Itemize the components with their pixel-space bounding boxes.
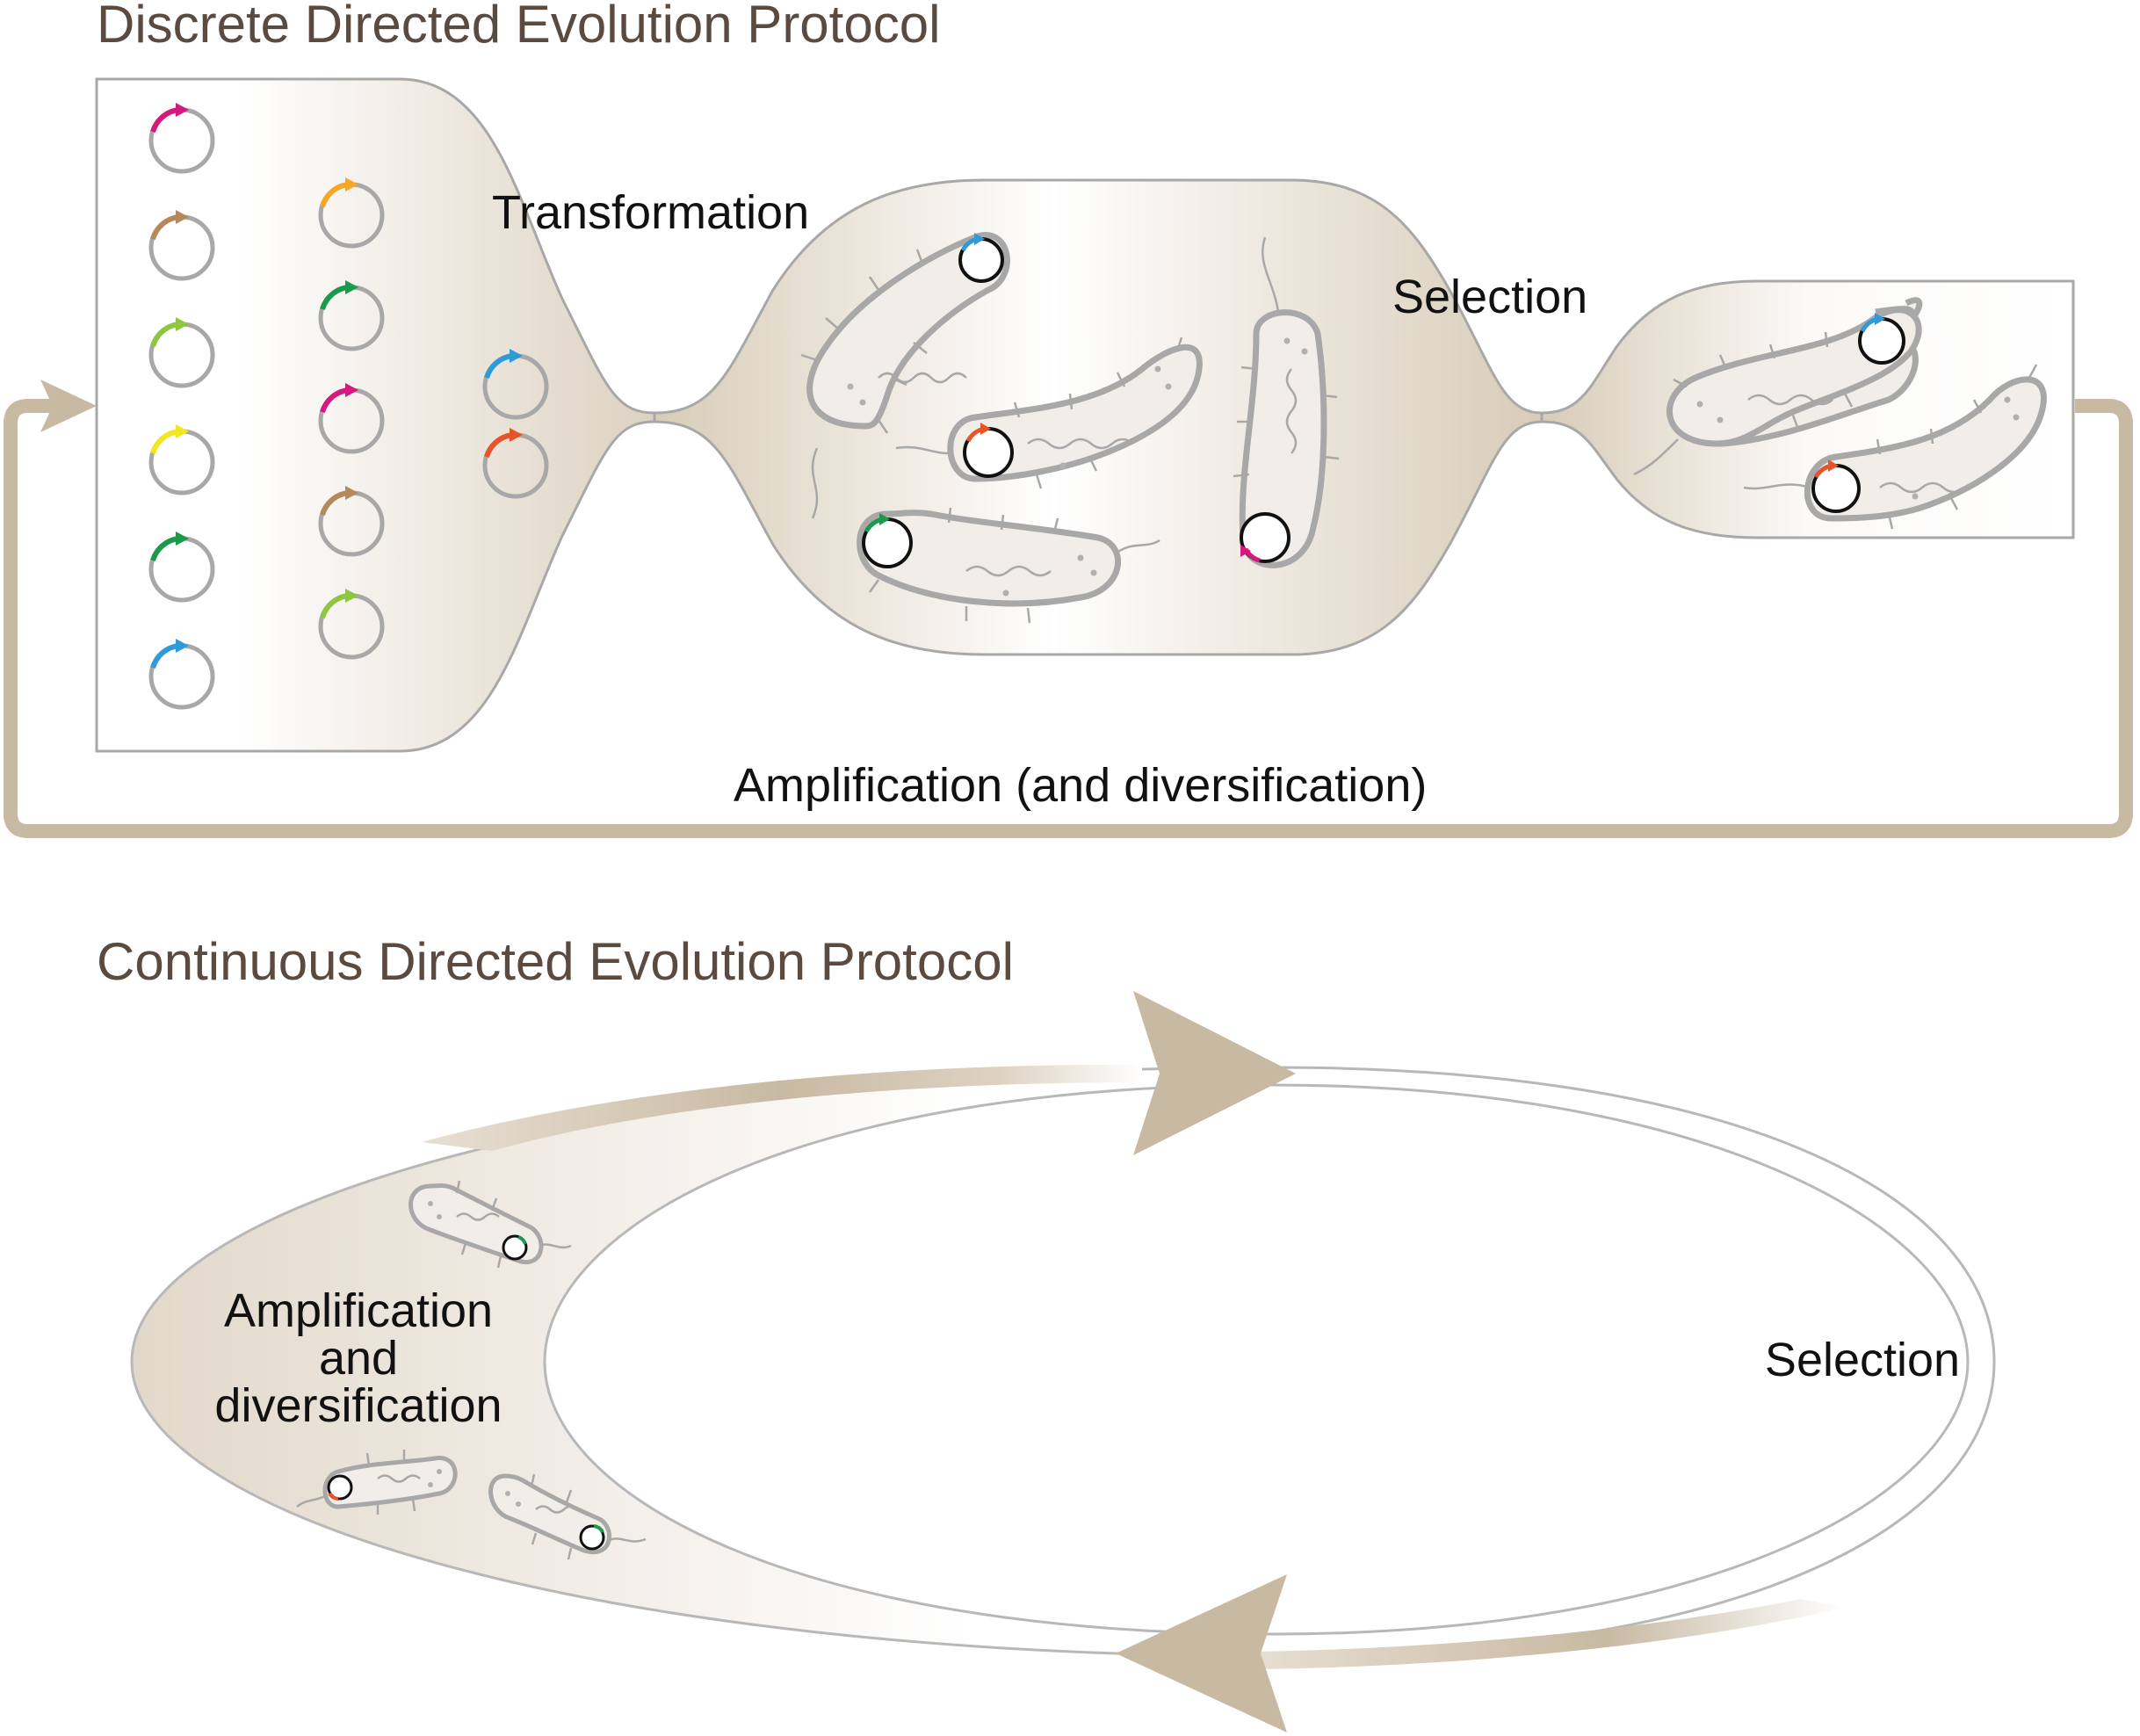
plasmid-12 — [482, 349, 549, 420]
selected-bacterium-1 — [1633, 297, 1923, 476]
transformation-label: Transformation — [492, 186, 809, 239]
cycle-bacterium-3 — [488, 1473, 647, 1560]
plasmid-9 — [318, 383, 385, 454]
discrete-protocol: Discrete Directed Evolution Protocol — [4, 0, 2133, 838]
plasmid-10 — [318, 486, 385, 557]
plasmid-6 — [148, 639, 215, 710]
plasmid-2 — [148, 210, 215, 281]
amplification-line-1: Amplification — [224, 1284, 493, 1337]
feedback-arrowhead — [40, 380, 97, 432]
bacterium-4 — [1233, 236, 1340, 568]
continuous-title: Continuous Directed Evolution Protocol — [97, 932, 1014, 991]
cycle-ring — [130, 1066, 1996, 1658]
plasmid-7 — [318, 177, 385, 249]
selected-bacterium-2 — [1743, 364, 2047, 530]
plasmid-1 — [148, 103, 215, 174]
library-panel — [95, 77, 656, 753]
bacterium-2 — [895, 336, 1203, 489]
top-cycle-arrow-band — [422, 1064, 1142, 1151]
amplification-line-3: diversification — [214, 1379, 502, 1432]
bacterium-1 — [800, 232, 1010, 519]
plasmid-13 — [482, 428, 549, 499]
plasmid-5 — [148, 532, 215, 603]
cycle-bacterium-2 — [296, 1450, 458, 1515]
bottom-cycle-arrow-band — [1247, 1599, 1845, 1669]
bacterium-3 — [857, 507, 1160, 624]
top-cycle-arrowhead — [1133, 991, 1296, 1155]
feedback-loop-arrow — [4, 399, 2133, 838]
amplification-label: Amplification (and diversification) — [734, 759, 1427, 812]
bottom-cycle-arrowhead — [1116, 1574, 1287, 1732]
amplification-line-2: and — [319, 1332, 398, 1385]
discrete-title: Discrete Directed Evolution Protocol — [97, 0, 940, 54]
continuous-protocol: Continuous Directed Evolution Protocol A… — [97, 932, 1996, 1732]
plasmid-library — [148, 103, 549, 710]
plasmid-3 — [148, 317, 215, 388]
plasmid-11 — [318, 589, 385, 660]
plasmid-8 — [318, 280, 385, 351]
selection-label: Selection — [1392, 271, 1587, 323]
continuous-selection-label: Selection — [1765, 1334, 1960, 1386]
plasmid-4 — [148, 424, 215, 495]
cycle-bacterium-1 — [408, 1180, 572, 1269]
